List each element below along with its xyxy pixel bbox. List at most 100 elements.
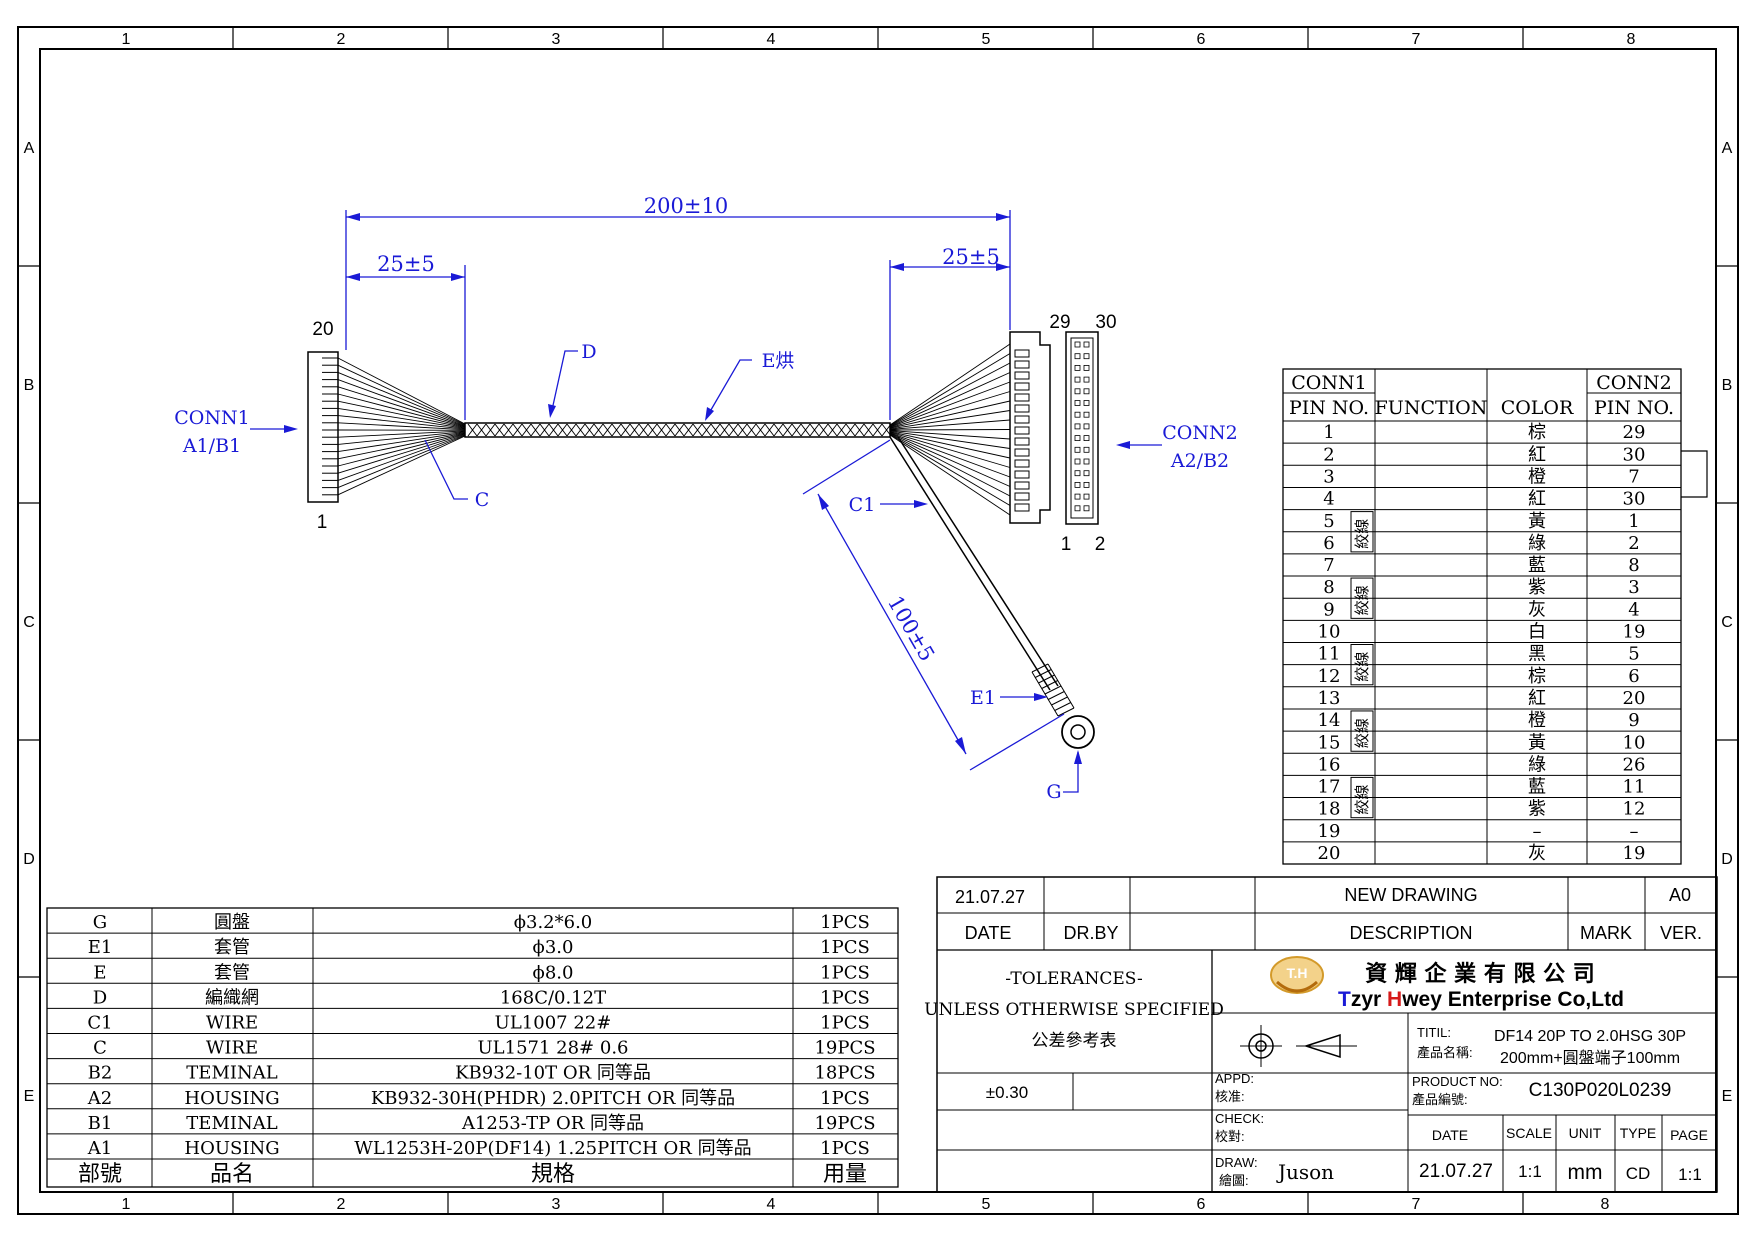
twist-label: 絞線 (1353, 585, 1371, 615)
pin-row-conn2: 9 (1628, 710, 1639, 731)
pin-row-conn1: 4 (1323, 489, 1334, 510)
projection-symbol-icon (1240, 1025, 1357, 1067)
appd-label-cn: 核准: (1215, 1089, 1245, 1104)
pin-row-color: 藍 (1528, 555, 1546, 576)
pin-row-conn1: 17 (1318, 777, 1341, 798)
hdr-page: PAGE (1670, 1127, 1708, 1143)
zone-col-label: 3 (552, 31, 561, 48)
bom-name: WIRE (206, 1013, 258, 1034)
pin-row-conn1: 11 (1318, 644, 1341, 665)
pin-row-conn1: 1 (1323, 422, 1334, 443)
conn1-housing (307, 351, 339, 503)
val-type: CD (1626, 1164, 1651, 1183)
dim-left: 25±5 (377, 252, 435, 276)
val-unit: mm (1568, 1161, 1603, 1184)
bom-qty: 1PCS (820, 987, 870, 1008)
twist-label: 絞線 (1353, 652, 1371, 682)
pin-row-conn1: 12 (1318, 666, 1341, 687)
val-page: 1:1 (1678, 1165, 1702, 1184)
callout-d: D (548, 341, 597, 418)
bom-footer-qty: 用量 (823, 1162, 867, 1187)
svg-text:D: D (581, 341, 596, 363)
zone-col-label: 6 (1197, 1196, 1206, 1213)
header-description: DESCRIPTION (1349, 923, 1472, 943)
table-header-function: FUNCTION (1375, 397, 1488, 419)
zone-col-label: 5 (982, 1196, 991, 1213)
conn2-pin-bottom-b: 2 (1095, 534, 1106, 555)
conn2-callout: CONN2 A2/B2 (1116, 422, 1238, 472)
twist-box (1350, 776, 1374, 819)
pin-row-color: 紫 (1528, 577, 1546, 598)
zone-row-label: D (23, 851, 35, 868)
pin-row-conn1: 8 (1323, 577, 1334, 598)
conn2-sub: A2/B2 (1170, 450, 1229, 472)
bom-part: G (93, 912, 107, 933)
check-label-cn: 校對: (1215, 1129, 1245, 1144)
zone-row-label: B (24, 377, 35, 394)
bom-spec: WL1253H-20P(DF14) 1.25PITCH OR 同等品 (354, 1138, 751, 1159)
dim-right: 25±5 (942, 245, 1000, 269)
title-label-cn: 產品名稱: (1417, 1045, 1473, 1060)
conn1-callout: CONN1 A1/B1 (174, 407, 298, 457)
pin-row-color: 綠 (1528, 754, 1546, 775)
wire-fan-right (889, 343, 1011, 516)
title-block: 21.07.27 NEW DRAWING A0 DATE DR.BY DESCR… (924, 876, 1718, 1193)
bom-footer-part: 部號 (78, 1162, 122, 1187)
company-name-cn: 資 輝 企 業 有 限 公 司 (1365, 961, 1595, 987)
svg-text:E烘: E烘 (762, 350, 795, 372)
pin-row-color: 白 (1528, 622, 1546, 643)
bom-name: TEMINAL (186, 1113, 277, 1134)
zone-row-label: C (1721, 614, 1733, 631)
pin-row-conn1: 10 (1318, 622, 1341, 643)
pin-row-conn1: 5 (1323, 511, 1334, 532)
zone-row-label: C (23, 614, 35, 631)
pin-row-conn2: 11 (1623, 777, 1646, 798)
hdr-date: DATE (1432, 1127, 1468, 1143)
zone-col-label: 1 (122, 1196, 131, 1213)
bom-qty: 1PCS (820, 1088, 870, 1109)
svg-text:G: G (1046, 781, 1061, 803)
appd-label: APPD: (1215, 1071, 1254, 1086)
pin-row-color: 紅 (1528, 444, 1546, 465)
conn2-label: CONN2 (1162, 422, 1237, 444)
conn2-housing-side (1009, 331, 1051, 524)
pin-row-color: 紫 (1528, 799, 1546, 820)
zone-col-label: 7 (1412, 1196, 1421, 1213)
dimension-arrows (346, 213, 1010, 754)
pin-row-conn1: 14 (1318, 710, 1341, 731)
bom-part: E (93, 962, 106, 983)
zone-row-label: B (1722, 377, 1733, 394)
conn2-pin-top-a: 29 (1049, 312, 1070, 333)
tolerances-title: -TOLERANCES- (1005, 969, 1143, 989)
zone-row-label: A (24, 140, 35, 157)
twist-label: 絞線 (1353, 718, 1371, 748)
zone-row-label: D (1721, 851, 1733, 868)
pin-row-conn1: 20 (1318, 843, 1341, 864)
pin-row-color: 黃 (1528, 732, 1546, 753)
header-drby: DR.BY (1063, 923, 1118, 943)
bom-part: C1 (87, 1013, 112, 1034)
pin-row-conn1: 3 (1323, 466, 1334, 487)
pin-row-conn2: 3 (1628, 577, 1639, 598)
bom-spec: ϕ3.0 (533, 937, 574, 958)
pin-row-color: 棕 (1528, 422, 1546, 443)
revision-date: 21.07.27 (955, 887, 1025, 907)
pin-row-color: 綠 (1528, 533, 1546, 554)
pin-row-color: 灰 (1528, 599, 1546, 620)
pin-row-conn1: 16 (1318, 754, 1341, 775)
logo-text: T.H (1287, 965, 1308, 981)
pin-row-conn2: 2 (1628, 533, 1639, 554)
conn2-housing-face (1065, 331, 1099, 525)
pin-row-conn1: 18 (1318, 799, 1341, 820)
zone-col-label: 3 (552, 1196, 561, 1213)
title-label: TITIL: (1417, 1025, 1451, 1040)
pin-row-conn2: – (1630, 821, 1639, 842)
callout-c1: C1 (849, 494, 928, 516)
draw-label-cn: 繪圖: (1219, 1173, 1249, 1188)
bom-name: HOUSING (184, 1088, 279, 1109)
conn1-label: CONN1 (174, 407, 249, 429)
